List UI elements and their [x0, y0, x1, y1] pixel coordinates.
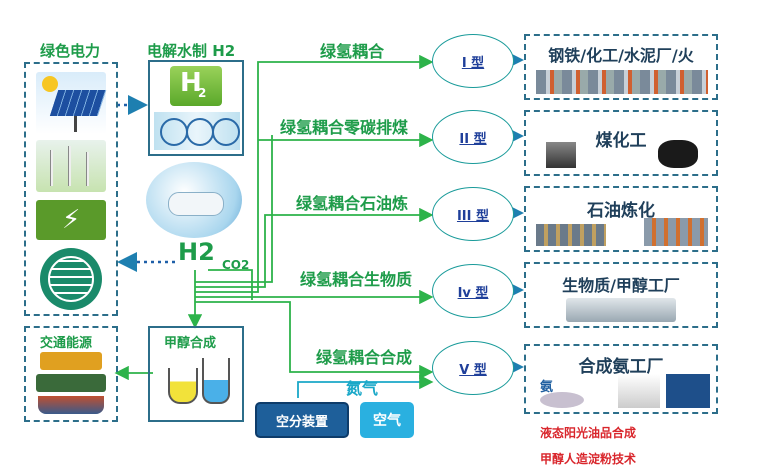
- air-separation-button[interactable]: 空分装置: [255, 402, 349, 438]
- type-circle-4[interactable]: Iv 型: [432, 264, 514, 318]
- truck-icon: [40, 352, 102, 370]
- industry-title-3: 石油炼化: [587, 201, 655, 221]
- type-circle-2[interactable]: II 型: [432, 110, 514, 164]
- coal-plant-icon: [546, 142, 576, 168]
- wind-turbine-icon: [36, 140, 106, 192]
- route-label-3: 绿氢耦合石油炼: [296, 194, 409, 213]
- industry-box-1: 钢铁/化工/水泥厂/火: [524, 34, 718, 100]
- industry-box-2: 煤化工: [524, 110, 718, 176]
- type-circle-3[interactable]: III 型: [432, 187, 514, 241]
- industry-box-5: 合成氨工厂 氨: [524, 344, 718, 414]
- type-circle-1[interactable]: I 型: [432, 34, 514, 88]
- refinery-icon-right: [644, 218, 708, 246]
- route-label-4: 绿氢耦合生物质: [300, 270, 413, 289]
- co2-label: CO2: [222, 258, 250, 272]
- ammonia-diagram-icon: [666, 374, 710, 408]
- route-label-5: 绿氢耦合合成: [316, 348, 413, 367]
- train-icon: [36, 374, 106, 392]
- type-circle-5[interactable]: V 型: [432, 341, 514, 395]
- industry-title-4: 生物质/甲醇工厂: [562, 276, 680, 295]
- green-power-box: ⚡: [24, 62, 118, 316]
- state-grid-logo-icon: [40, 248, 102, 310]
- ammonia-plant-icon: [618, 374, 660, 408]
- methanol-plant-icon: [566, 298, 676, 322]
- electrolyzer-icon: [154, 112, 240, 150]
- route-label-1: 绿氢耦合: [320, 42, 385, 61]
- hydrogen-tank-icon: [146, 162, 242, 238]
- refinery-icon-left: [536, 224, 606, 246]
- coal-icon: [658, 140, 698, 168]
- route-label-2: 绿氢耦合零碳排煤: [280, 118, 409, 137]
- h2-label: H2: [178, 238, 215, 266]
- electrolysis-box: H 2: [148, 60, 244, 156]
- industry-box-4: 生物质/甲醇工厂: [524, 262, 718, 328]
- lightning-icon: ⚡: [36, 200, 106, 240]
- transport-box: 交通能源: [24, 326, 118, 422]
- factory-icon: [536, 70, 708, 94]
- ship-icon: [38, 396, 104, 414]
- note-line-2: 甲醇人造淀粉技术: [540, 452, 637, 466]
- industry-title-1: 钢铁/化工/水泥厂/火: [548, 46, 694, 65]
- note-line-1: 液态阳光油品合成: [540, 426, 637, 440]
- industry-box-3: 石油炼化: [524, 186, 718, 252]
- industry-title-5: 合成氨工厂: [578, 357, 664, 377]
- methanol-label: 甲醇合成: [164, 336, 217, 351]
- solar-panel-icon: [36, 72, 107, 134]
- h2-tile-icon: H 2: [170, 66, 222, 106]
- methanol-box: 甲醇合成: [148, 326, 244, 422]
- green-power-label: 绿色电力: [40, 42, 101, 60]
- electrolysis-label: 电解水制 H2: [147, 42, 236, 60]
- ammonia-molecule-icon: [540, 392, 584, 408]
- flask-icon: [168, 368, 198, 404]
- nitrogen-label: 氮气: [346, 379, 379, 398]
- air-button[interactable]: 空气: [360, 402, 414, 438]
- industry-title-2: 煤化工: [595, 131, 647, 151]
- transport-label: 交通能源: [40, 336, 93, 351]
- beaker-icon: [202, 358, 230, 404]
- ammonia-icon-text: 氨: [540, 380, 554, 395]
